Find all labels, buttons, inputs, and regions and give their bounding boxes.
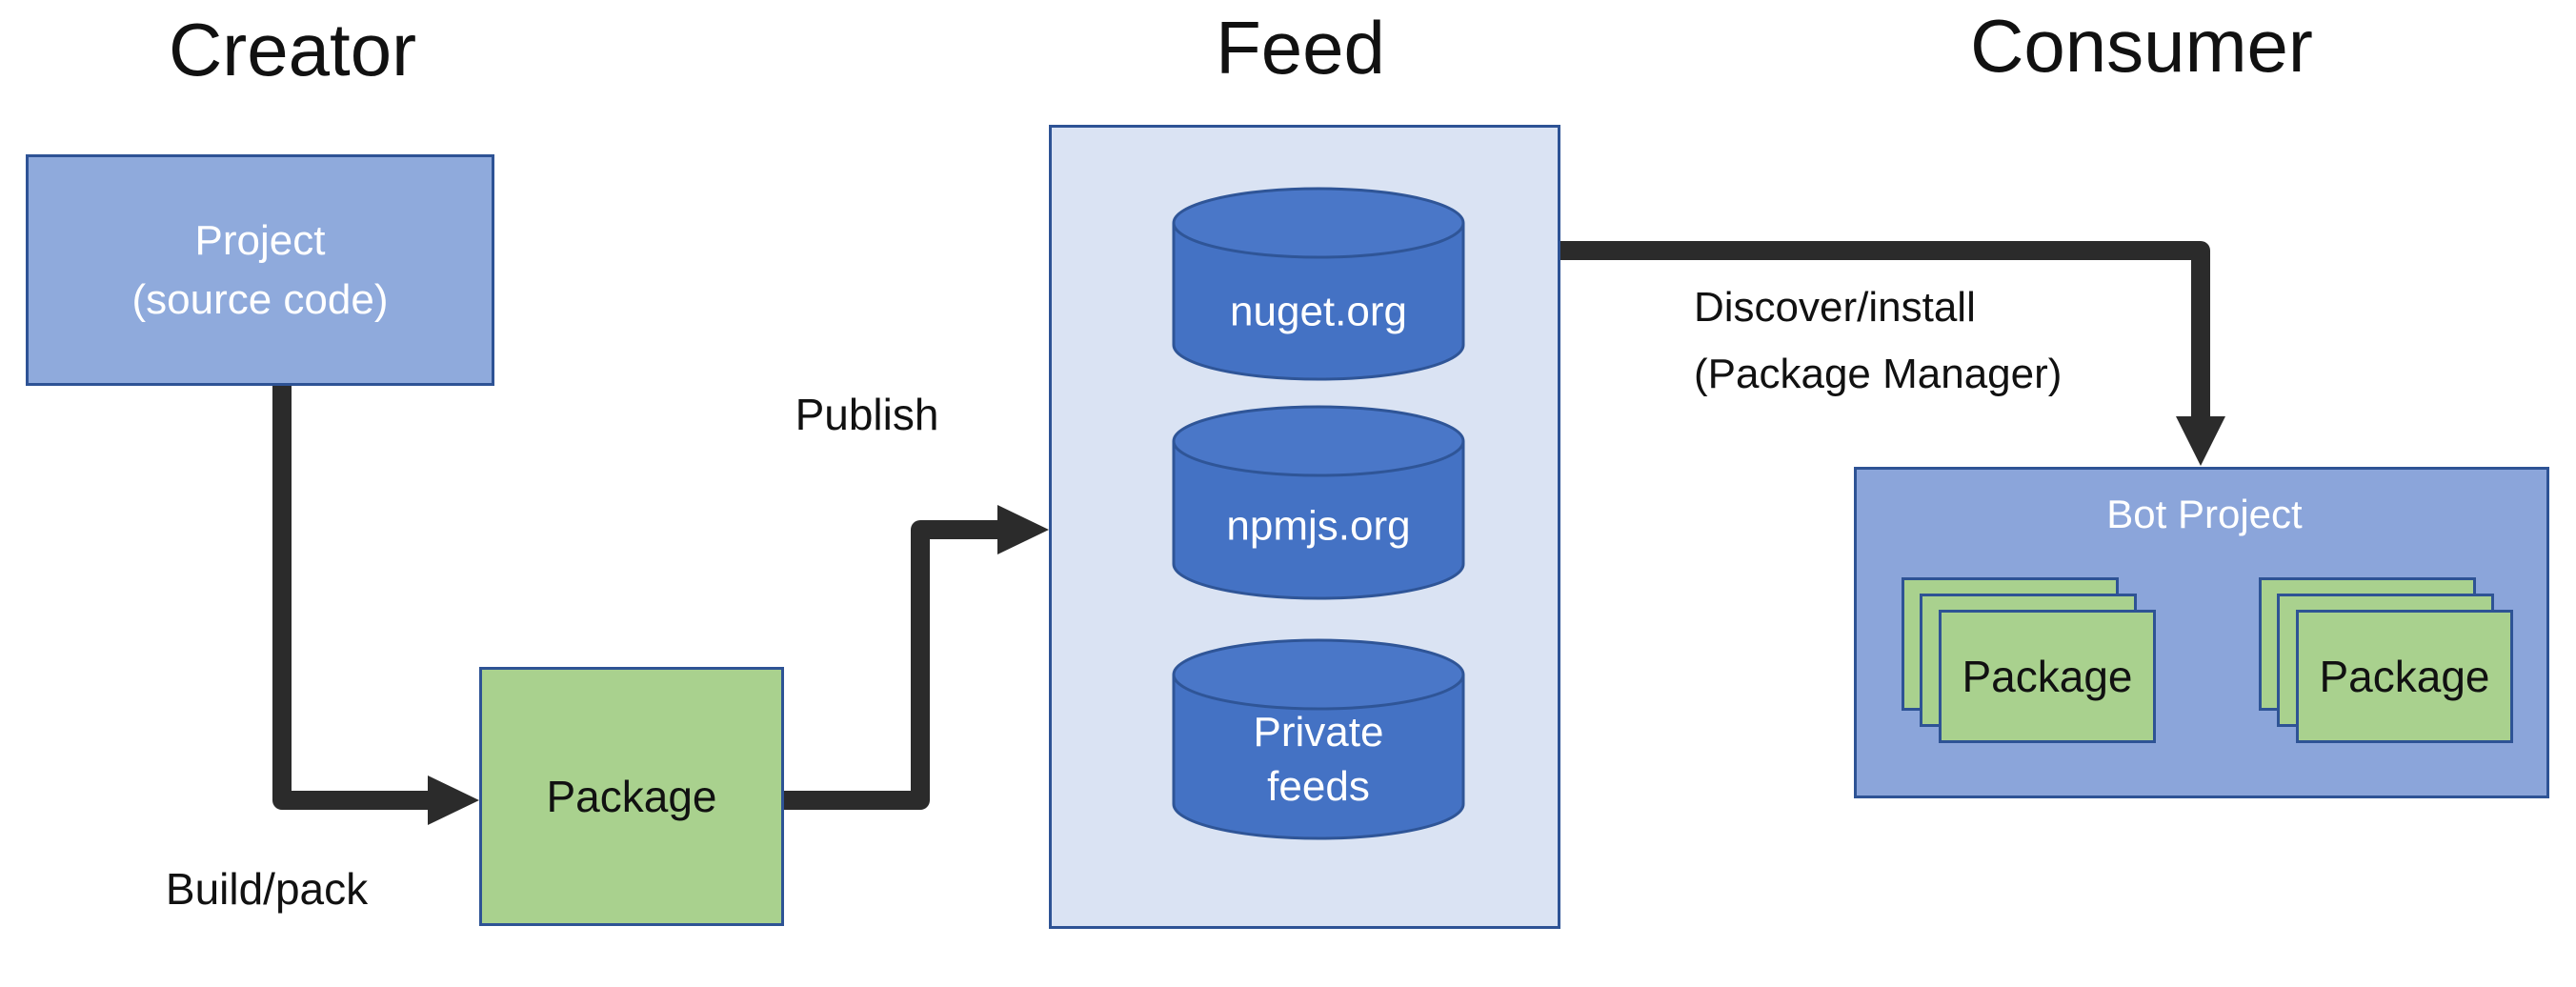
project-label-line1: Project — [194, 216, 326, 264]
build-pack-arrow — [272, 383, 479, 825]
creator-section-title: Creator — [168, 8, 417, 91]
stack-left-package-label: Package — [1962, 652, 2133, 701]
bot-project-box: Bot Project Package Package — [1854, 467, 2549, 798]
discover-install-label-line2: (Package Manager) — [1694, 351, 2063, 397]
bot-project-title: Bot Project — [2106, 492, 2303, 536]
npmjs-org-label: npmjs.org — [1226, 502, 1411, 550]
discover-install-label-line1: Discover/install — [1694, 284, 1976, 331]
stacked-card-front: Package — [2296, 610, 2513, 743]
private-feeds-label-line1: Private — [1253, 709, 1384, 755]
npmjs-cylinder-icon — [1172, 405, 1465, 600]
package-stack-left: Package — [1902, 577, 2156, 743]
package-stack-right: Package — [2259, 577, 2513, 743]
package-box: Package — [479, 667, 784, 926]
private-feeds-label: Private feeds — [1254, 705, 1384, 814]
consumer-section-title: Consumer — [1970, 4, 2313, 88]
package-label: Package — [546, 772, 717, 821]
stacked-card-front: Package — [1939, 610, 2156, 743]
nuget-cylinder-icon — [1172, 187, 1465, 381]
private-feeds-cylinder-icon — [1172, 638, 1465, 840]
publish-label: Publish — [795, 390, 939, 439]
feed-section-title: Feed — [1216, 6, 1385, 90]
discover-install-arrow — [1560, 241, 2225, 466]
private-feeds-label-line2: feeds — [1267, 763, 1370, 810]
discover-install-label: Discover/install (Package Manager) — [1694, 274, 2062, 408]
stack-right-package-label: Package — [2319, 652, 2490, 701]
project-label-line2: (source code) — [131, 275, 389, 323]
build-pack-label: Build/pack — [165, 864, 369, 914]
project-source-code-box: Project (source code) — [26, 154, 494, 386]
publish-arrow — [784, 505, 1049, 810]
nuget-org-label: nuget.org — [1230, 288, 1407, 335]
